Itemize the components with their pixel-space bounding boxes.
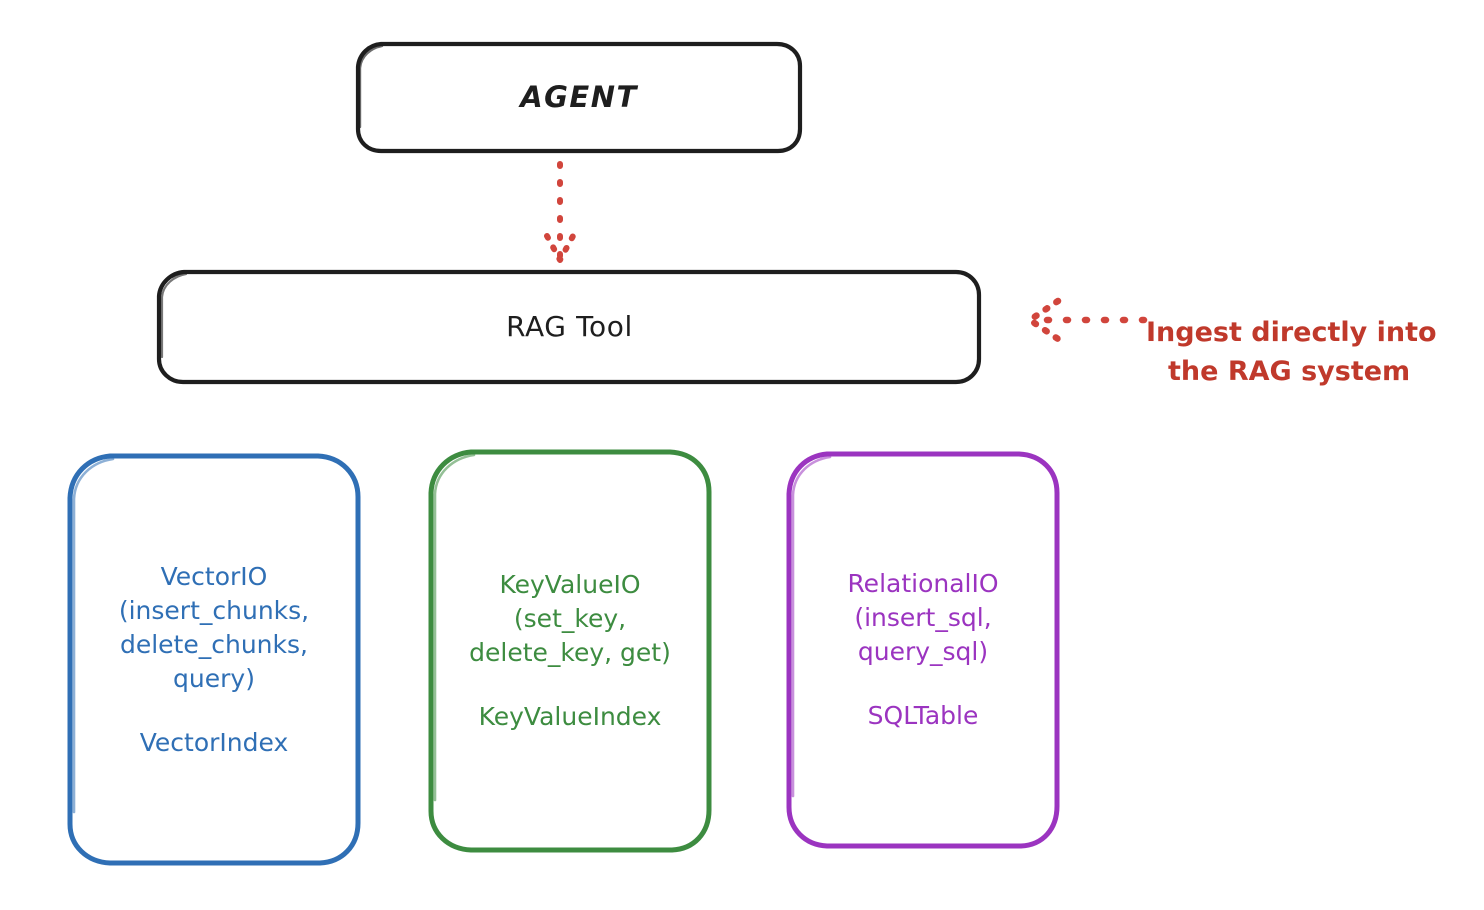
node-key-value-io[interactable]: KeyValueIO (set_key, delete_key, get) Ke… xyxy=(427,448,713,854)
ingest-pointer-arrow xyxy=(1026,297,1148,343)
key-value-io-api-label: KeyValueIO (set_key, delete_key, get) xyxy=(469,570,671,667)
ingest-annotation: Ingest directly into the RAG system xyxy=(1146,276,1476,429)
node-vector-io[interactable]: VectorIO (insert_chunks, delete_chunks, … xyxy=(66,452,362,867)
relational-io-index-label: SQLTable xyxy=(867,701,979,730)
node-rag-tool[interactable]: RAG Tool xyxy=(156,269,983,385)
node-relational-io[interactable]: RelationalIO (insert_sql, query_sql) SQL… xyxy=(785,450,1061,850)
agent-label: AGENT xyxy=(520,80,638,115)
vector-io-api-label: VectorIO (insert_chunks, delete_chunks, … xyxy=(118,561,310,693)
vector-io-index-label: VectorIndex xyxy=(139,727,289,757)
key-value-io-index-label: KeyValueIndex xyxy=(478,702,662,731)
ingest-annotation-line-2: the RAG system xyxy=(1168,355,1411,387)
agent-to-rag-tool-arrow xyxy=(544,161,576,263)
ingest-annotation-line-1: Ingest directly into xyxy=(1146,317,1437,349)
relational-io-api-label: RelationalIO (insert_sql, query_sql) xyxy=(847,569,999,666)
rag-tool-label: RAG Tool xyxy=(506,309,633,343)
node-agent[interactable]: AGENT xyxy=(355,41,803,154)
